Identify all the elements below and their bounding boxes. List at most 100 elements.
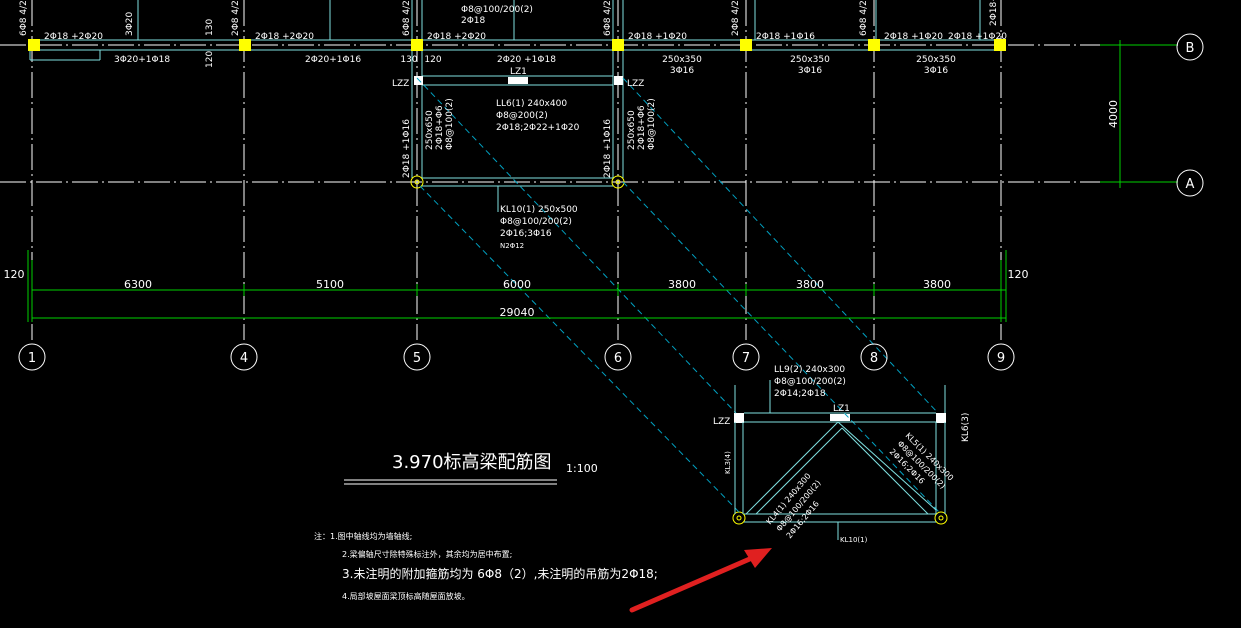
kl3-label: KL3(4) xyxy=(724,451,732,474)
note-line: 2.梁偏轴尺寸除特殊标注外，其余均为居中布置; xyxy=(342,549,512,559)
left-beam-bars: 2Φ18+Φ6 xyxy=(435,105,445,150)
column xyxy=(740,39,752,51)
drawing-title: 3.970标高梁配筋图 1:100 xyxy=(344,452,598,485)
kl10-side-bars: N2Φ12 xyxy=(500,242,524,250)
top-cut-120: 120 xyxy=(205,51,215,68)
beam-row-label: 2Φ18 +2Φ20 xyxy=(427,32,486,42)
top-cut-130: 130 xyxy=(205,19,215,36)
beam-row-label: 2Φ18 +2Φ20 xyxy=(44,32,103,42)
beam-row-label: 2Φ18 +1Φ20 xyxy=(628,32,687,42)
axis-bubble-label: 9 xyxy=(997,351,1005,366)
title-main: 3.970标高梁配筋图 xyxy=(392,452,552,473)
beam-row-label: 2Φ18 +2Φ20 xyxy=(255,32,314,42)
beam-bar-label: 3Φ16 xyxy=(924,66,949,76)
beam-row-label: 2Φ18 +1Φ16 xyxy=(756,32,815,42)
right-beam-stirrup: Φ8@100(2) xyxy=(647,98,657,150)
kl10-bars: 2Φ16;3Φ16 xyxy=(500,229,552,239)
right-col-bars: 2Φ18 +1Φ16 xyxy=(603,119,613,178)
right-beam-bars: 2Φ18+Φ6 xyxy=(637,105,647,150)
dim-total: 29040 xyxy=(500,306,535,319)
dashed-leaders xyxy=(416,77,940,513)
columns xyxy=(28,39,1006,51)
top-cut-mid2: 2Φ18 xyxy=(461,16,486,26)
dim-vertical-span: 4000 xyxy=(1107,100,1120,128)
dim-span: 6000 xyxy=(503,278,531,291)
title-scale: 1:100 xyxy=(566,462,598,475)
top-cut-mid: Φ8@100/200(2) xyxy=(461,5,533,15)
lz1-label: LZ1 xyxy=(510,67,527,77)
top-cut-label: 2Φ8 4/2 xyxy=(231,0,241,36)
ll6-stirrup: Φ8@200(2) xyxy=(496,111,548,121)
small-columns xyxy=(414,76,946,423)
detail-labels: LL9(2) 240x300 Φ8@100/200(2) 2Φ14;2Φ18 L… xyxy=(713,365,971,544)
dim-span: 6300 xyxy=(124,278,152,291)
top-cut-label: 2Φ18+1Φ xyxy=(989,0,999,26)
top-cut-label: 6Φ8 4/2 xyxy=(603,0,613,36)
column xyxy=(239,39,251,51)
column xyxy=(612,39,624,51)
top-cut-label: 6Φ8 4/2 xyxy=(859,0,869,36)
dim-span: 3800 xyxy=(668,278,696,291)
kl6-label: KL6(3) xyxy=(961,413,971,442)
axis-lines xyxy=(0,0,1178,340)
axis-bubble-label: A xyxy=(1186,177,1195,192)
note-line: 注：1.图中轴线均为墙轴线; xyxy=(314,531,412,541)
ll9-bars: 2Φ14;2Φ18 xyxy=(774,389,826,399)
beam-row-120: 120 xyxy=(424,55,441,65)
beam-row-label: 2Φ20+1Φ16 xyxy=(305,55,361,65)
beams xyxy=(29,0,1121,212)
dim-span: 3800 xyxy=(923,278,951,291)
beam-row-label: 3Φ20+1Φ18 xyxy=(114,55,170,65)
beam-size-label: 250x350 xyxy=(916,55,956,65)
beam-row-label: 2Φ18 +1Φ20 xyxy=(884,32,943,42)
ll6-label: LL6(1) 240x400 xyxy=(496,99,567,109)
dim-span: 5100 xyxy=(316,278,344,291)
axis-bubble-label: B xyxy=(1186,41,1195,56)
axis-bubble-label: 1 xyxy=(28,351,36,366)
core-labels: LZZ LZZ LZ1 LL6(1) 240x400 Φ8@200(2) 2Φ1… xyxy=(392,67,657,250)
ll9-label: LL9(2) 240x300 xyxy=(774,365,845,375)
round-columns xyxy=(410,175,948,525)
dim-right-offset: 120 xyxy=(1008,268,1029,281)
kl10-label: KL10(1) 250x500 xyxy=(500,205,578,215)
lzz-label: LZZ xyxy=(392,79,409,89)
axis-bubbles: 1 4 5 6 7 8 9 B A xyxy=(18,33,1204,371)
dim-span: 3800 xyxy=(796,278,824,291)
beam-bar-label: 3Φ16 xyxy=(798,66,823,76)
axis-bubble-label: 6 xyxy=(614,351,622,366)
top-labels: 6Φ8 4/2 3Φ20 2Φ8 4/2 6Φ8 4/2 6Φ8 4/2 2Φ8… xyxy=(19,0,1007,76)
dim-left-offset: 120 xyxy=(4,268,25,281)
beam-size-label: 250x350 xyxy=(790,55,830,65)
ll6-bars: 2Φ18;2Φ22+1Φ20 xyxy=(496,123,580,133)
top-cut-label: 6Φ8 4/2 xyxy=(402,0,412,36)
dimension-lines xyxy=(27,40,1178,322)
lzz-label: LZZ xyxy=(627,79,644,89)
left-beam-stirrup: Φ8@100(2) xyxy=(445,98,455,150)
note-line: 3.未注明的附加箍筋均为 6Φ8（2）,未注明的吊筋为2Φ18; xyxy=(342,566,658,581)
beam-size-label: 250x350 xyxy=(662,55,702,65)
column xyxy=(868,39,880,51)
notes: 注：1.图中轴线均为墙轴线; 2.梁偏轴尺寸除特殊标注外，其余均为居中布置; 3… xyxy=(314,531,658,601)
beam-row-label: 2Φ20 +1Φ18 xyxy=(497,55,556,65)
column xyxy=(411,39,423,51)
top-cut-label: 2Φ8 4/2 xyxy=(731,0,741,36)
left-beam-size: 250x650 xyxy=(425,110,435,150)
axis-bubble-label: 7 xyxy=(742,351,750,366)
dimension-text: 120 120 6300 5100 6000 3800 3800 3800 29… xyxy=(4,100,1121,319)
red-arrow-icon xyxy=(629,548,772,613)
axis-bubble-label: 4 xyxy=(240,351,248,366)
detail-kl10-label: KL10(1) xyxy=(840,536,868,544)
axis-bubble-label: 5 xyxy=(413,351,421,366)
detail-frame xyxy=(734,380,946,540)
left-col-bars: 2Φ18 +1Φ16 xyxy=(402,119,412,178)
beam-row-label: 2Φ18 +1Φ20 xyxy=(948,32,1007,42)
ll9-stirrup: Φ8@100/200(2) xyxy=(774,377,846,387)
beam-bar-label: 3Φ16 xyxy=(670,66,695,76)
top-cut-label: 3Φ20 xyxy=(125,11,135,36)
axis-bubble-label: 8 xyxy=(870,351,878,366)
right-beam-size: 250x650 xyxy=(627,110,637,150)
note-line: 4.局部坡屋面梁顶标高随屋面放坡。 xyxy=(342,591,470,601)
beam-row-130: 130 xyxy=(400,55,417,65)
detail-lz1-label: LZ1 xyxy=(833,404,850,414)
